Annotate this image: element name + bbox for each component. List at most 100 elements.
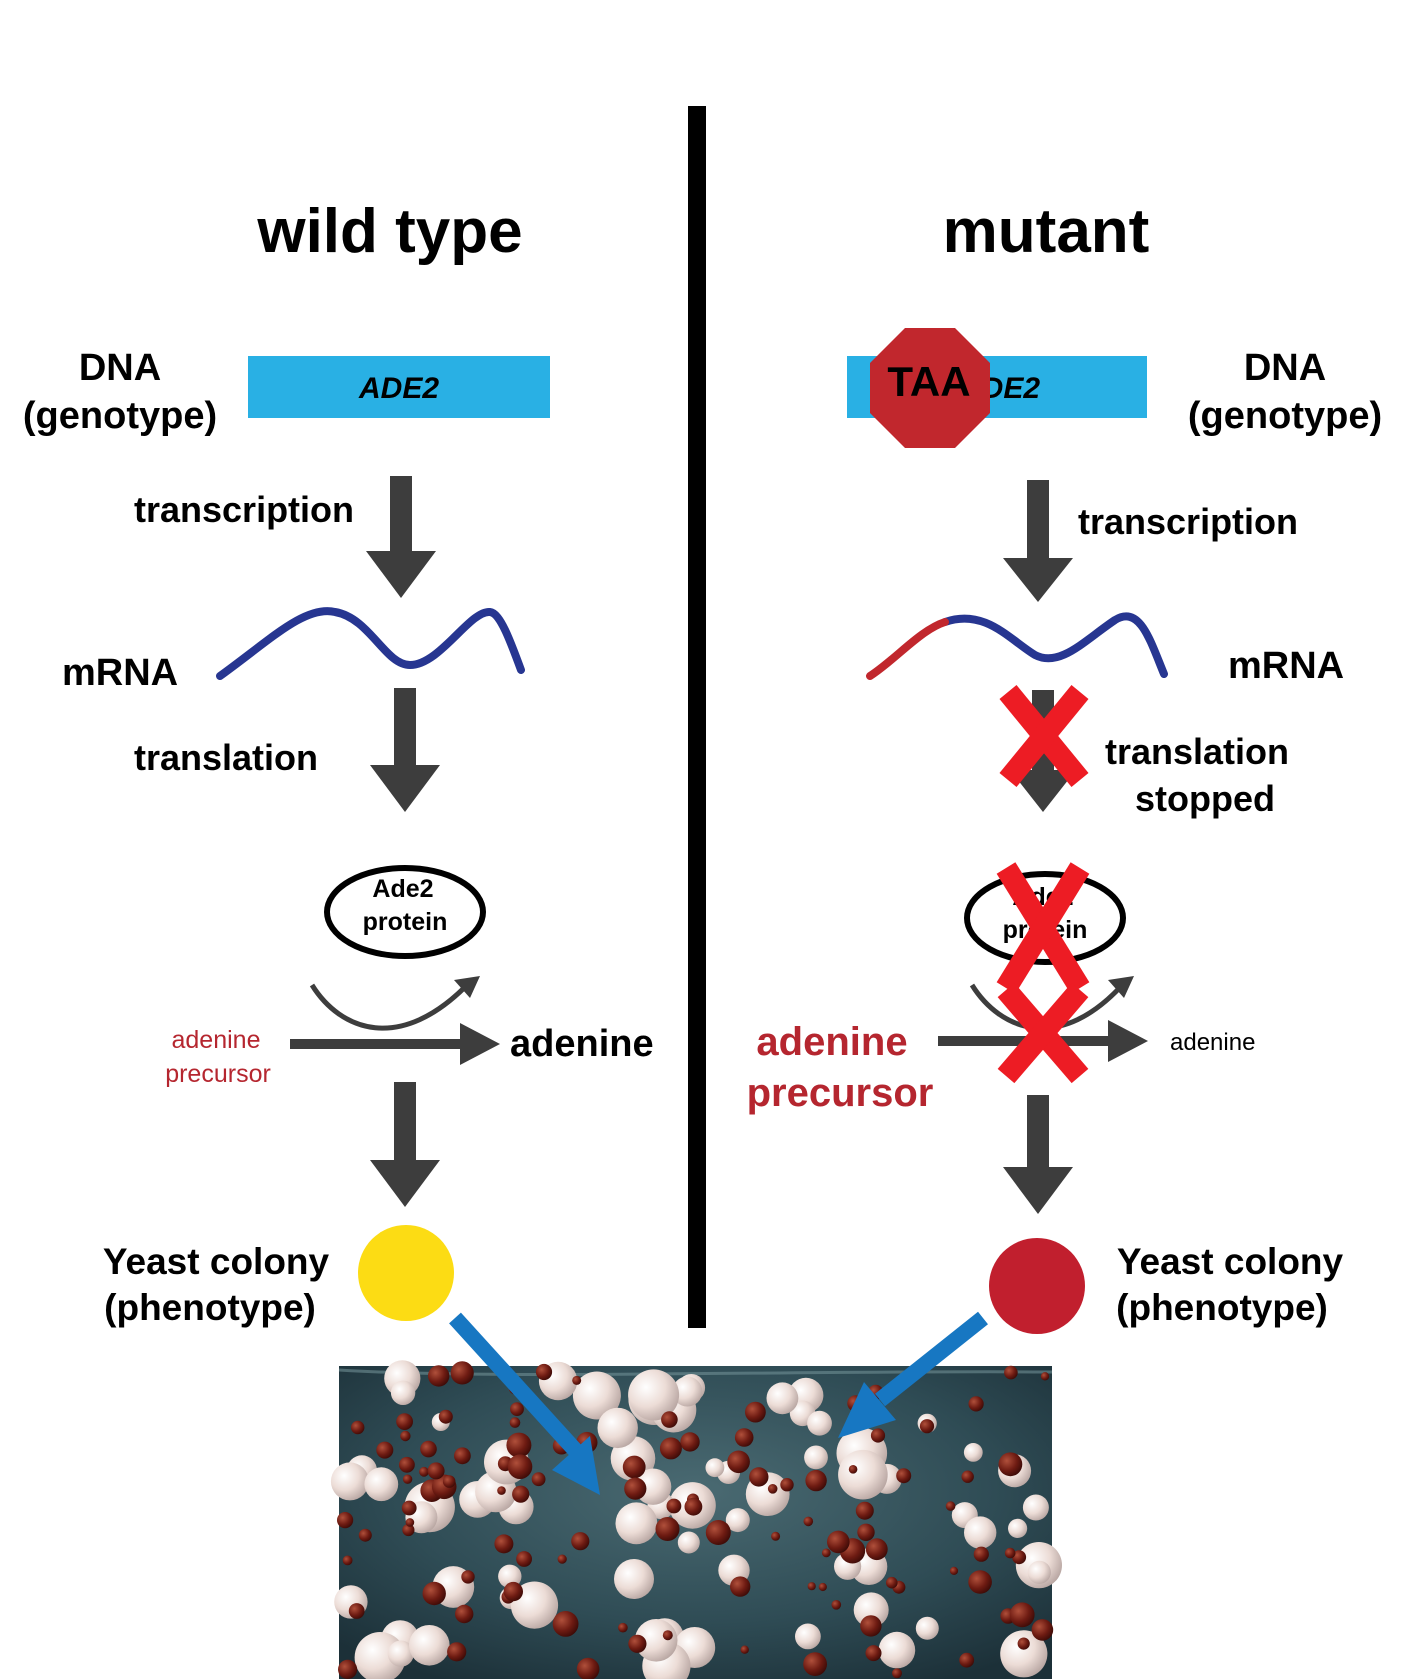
white-yeast-colony <box>330 1462 369 1501</box>
red-yeast-colony <box>857 1523 875 1542</box>
red-yeast-colony <box>865 1538 888 1561</box>
genotype-label-left: (genotype) <box>23 395 217 437</box>
adenine-precursor-label-right-2: precursor <box>747 1071 934 1115</box>
white-yeast-colony <box>1008 1518 1028 1538</box>
red-yeast-colony <box>438 1409 453 1424</box>
red-yeast-colony <box>818 1582 827 1592</box>
red-yeast-colony <box>402 1523 415 1537</box>
red-yeast-colony <box>655 1517 680 1541</box>
red-yeast-colony <box>661 1411 678 1428</box>
red-yeast-colony <box>618 1622 628 1633</box>
red-yeast-colony <box>705 1520 731 1545</box>
mrna-strand-right-red <box>866 618 949 680</box>
red-yeast-colony <box>399 1456 415 1473</box>
red-yeast-colony <box>1040 1372 1050 1381</box>
red-yeast-colony <box>503 1581 523 1602</box>
red-yeast-colony <box>624 1477 647 1500</box>
white-yeast-colony <box>963 1443 983 1462</box>
dna-label-left: DNA <box>79 347 161 389</box>
white-yeast-colony <box>364 1467 399 1502</box>
white-yeast-colony <box>804 1445 828 1470</box>
red-yeast-colony <box>968 1570 992 1594</box>
ade2-gene-bar-left <box>248 356 550 418</box>
white-yeast-colony <box>1000 1630 1048 1678</box>
catalysis-curve-arrow-left <box>309 980 472 1031</box>
red-yeast-colony <box>865 1645 882 1662</box>
red-yeast-colony <box>628 1634 647 1653</box>
white-yeast-colony <box>628 1369 680 1421</box>
red-yeast-colony <box>461 1570 475 1584</box>
white-yeast-colony <box>838 1449 888 1500</box>
red-yeast-colony <box>1009 1602 1035 1628</box>
red-yeast-colony <box>450 1361 474 1385</box>
red-yeast-colony <box>959 1652 975 1668</box>
red-yeast-colony <box>803 1652 827 1676</box>
red-yeast-colony <box>507 1454 533 1479</box>
red-yeast-colony <box>968 1396 984 1412</box>
red-yeast-colony <box>680 1432 700 1452</box>
white-yeast-colony <box>878 1631 916 1669</box>
white-yeast-colony <box>409 1625 450 1666</box>
yeast-plate-photo <box>330 1360 1062 1679</box>
red-yeast-colony <box>428 1365 450 1387</box>
red-yeast-colony <box>821 1548 831 1558</box>
white-yeast-colony <box>915 1616 939 1640</box>
red-yeast-colony <box>684 1497 703 1516</box>
red-yeast-colony <box>342 1555 353 1566</box>
transcription-label-left: transcription <box>134 489 354 530</box>
genotype-label-right: (genotype) <box>1188 395 1382 437</box>
white-yeast-colony <box>614 1559 654 1599</box>
white-yeast-colony <box>498 1564 522 1589</box>
red-yeast-colony <box>945 1501 956 1511</box>
red-yeast-colony <box>358 1528 372 1542</box>
red-yeast-colony <box>337 1512 354 1529</box>
white-yeast-colony <box>705 1458 725 1478</box>
red-yeast-colony <box>396 1413 413 1430</box>
mutant-column: ADE2 TAA DNA (genotype) transcription mR… <box>747 328 1382 1334</box>
ade2-gene-name-left: ADE2 <box>358 372 439 405</box>
white-yeast-colony <box>766 1382 799 1415</box>
white-yeast-colony <box>672 1376 703 1407</box>
red-yeast-colony <box>848 1465 858 1474</box>
pointer-arrow-red-colony <box>838 1311 988 1438</box>
title-mutant: mutant <box>943 197 1150 266</box>
mrna-strand-right-blue <box>941 612 1168 678</box>
red-yeast-colony <box>512 1485 530 1503</box>
transcription-label-right: transcription <box>1078 501 1298 542</box>
reaction-arrow-left <box>290 1023 500 1065</box>
red-yeast-colony <box>572 1375 582 1385</box>
red-yeast-colony <box>454 1447 471 1465</box>
red-yeast-colony <box>780 1478 794 1492</box>
translation-label-left: translation <box>134 737 318 778</box>
red-yeast-colony <box>420 1440 437 1458</box>
adenine-precursor-label-left-1: adenine <box>172 1026 261 1054</box>
yeast-colony-label-right: Yeast colony <box>1117 1241 1344 1282</box>
phenotype-label-left: (phenotype) <box>104 1287 316 1328</box>
red-yeast-colony <box>338 1659 358 1679</box>
red-yeast-colony <box>803 1516 814 1527</box>
red-yeast-colony <box>494 1534 514 1554</box>
white-yeast-colony <box>572 1371 621 1420</box>
red-yeast-colony <box>455 1604 474 1624</box>
dna-label-right: DNA <box>1244 347 1326 389</box>
red-yeast-colony <box>506 1432 532 1458</box>
white-yeast-colony <box>597 1407 638 1449</box>
adenine-product-label-left: adenine <box>510 1023 654 1065</box>
yeast-colony-white-left <box>358 1225 454 1321</box>
red-x-icon-translation <box>999 685 1089 787</box>
white-yeast-colony <box>390 1380 416 1406</box>
red-yeast-colony <box>422 1581 446 1606</box>
white-yeast-colony <box>795 1623 821 1650</box>
red-yeast-colony <box>734 1428 754 1447</box>
red-yeast-colony <box>376 1441 394 1459</box>
mrna-strand-left <box>216 607 525 680</box>
red-yeast-colony <box>807 1582 816 1591</box>
red-yeast-colony <box>666 1498 682 1514</box>
red-yeast-colony <box>727 1450 750 1474</box>
stop-sign-icon <box>870 328 990 448</box>
red-yeast-colony <box>442 1475 456 1488</box>
red-yeast-colony <box>419 1466 429 1477</box>
red-yeast-colony <box>1012 1550 1027 1565</box>
red-yeast-colony <box>531 1472 546 1487</box>
